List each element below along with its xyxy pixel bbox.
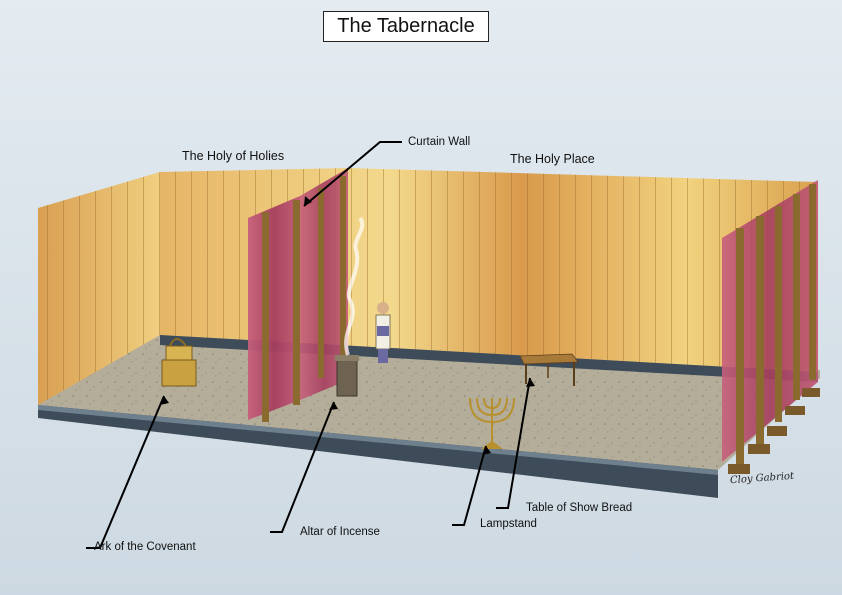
- label-altar-of-incense: Altar of Incense: [300, 526, 380, 538]
- pointer-lampstand: [452, 445, 487, 526]
- entrance-pillars: [722, 180, 820, 474]
- altar-of-incense: [335, 216, 365, 397]
- label-lampstand: Lampstand: [480, 518, 537, 530]
- left-wall-planks: [38, 172, 160, 405]
- foundation-blocks: [38, 405, 718, 498]
- lampstand: [469, 397, 515, 449]
- label-ark-of-the-covenant: Ark of the Covenant: [94, 541, 196, 553]
- label-holy-of-holies: The Holy of Holies: [182, 149, 285, 163]
- pointer-lines: [86, 141, 531, 549]
- label-table-of-show-bread: Table of Show Bread: [526, 502, 633, 514]
- ark-of-the-covenant: [161, 338, 197, 387]
- pointer-ark: [86, 395, 165, 549]
- diagram-title: The Tabernacle: [323, 11, 489, 42]
- pointer-altar: [270, 401, 335, 533]
- curtain-wall: [248, 168, 348, 422]
- label-holy-place: The Holy Place: [510, 152, 595, 166]
- pointer-table: [496, 377, 531, 509]
- pointer-curtain-wall: [303, 141, 402, 207]
- pointer-arrowheads: [160, 196, 535, 455]
- label-curtain-wall: Curtain Wall: [408, 136, 471, 148]
- priest-figure: [375, 302, 391, 363]
- table-of-show-bread: [519, 353, 579, 386]
